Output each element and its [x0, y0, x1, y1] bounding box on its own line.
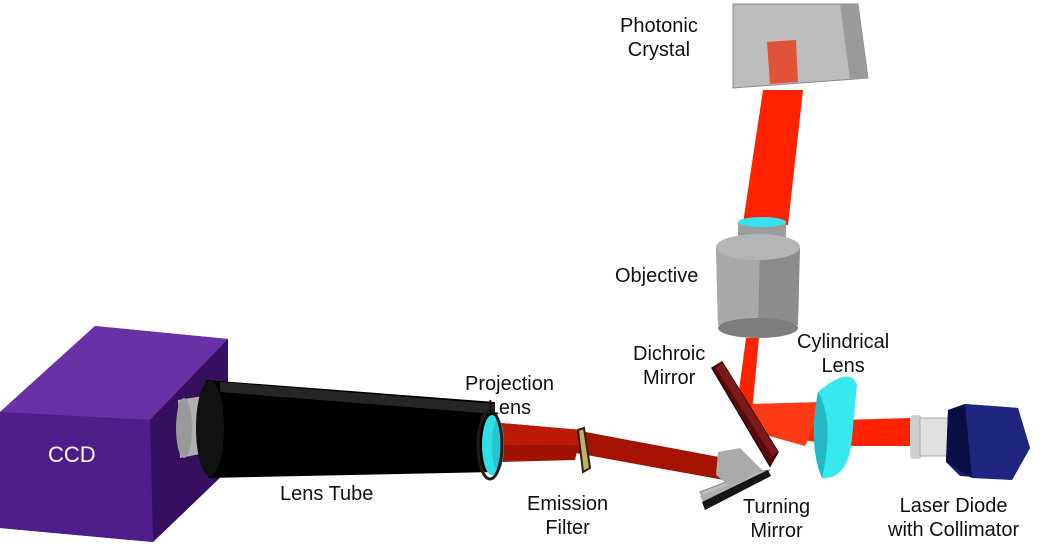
label-projection-lens: Projection Lens — [465, 373, 554, 419]
label-objective: Objective — [615, 265, 699, 287]
objective — [716, 217, 800, 338]
label-turning-mirror: Turning Mirror — [743, 496, 811, 542]
cylindrical-lens — [813, 376, 857, 479]
label-emission-filter: Emission Filter — [527, 493, 609, 539]
turning-mirror — [699, 448, 771, 510]
lens-tube — [196, 380, 495, 478]
photonic-crystal — [732, 3, 869, 89]
emission-beam-far — [570, 430, 735, 482]
ccd-camera — [0, 326, 228, 542]
laser-diode — [910, 404, 1030, 480]
label-dichroic-mirror: Dichroic Mirror — [633, 343, 706, 389]
label-lens-tube: Lens Tube — [280, 483, 374, 505]
label-photonic-crystal: Photonic Crystal — [620, 15, 698, 61]
label-laser-diode: Laser Diode with Collimator — [888, 495, 1020, 541]
beam-objective-to-dichroic — [737, 338, 759, 412]
label-cylindrical-lens: Cylindrical Lens — [797, 331, 890, 377]
label-ccd: CCD — [48, 442, 96, 467]
projection-lens — [476, 409, 504, 481]
dichroic-mirror — [710, 360, 779, 468]
beam-to-crystal — [743, 90, 803, 225]
emission-filter — [576, 426, 592, 474]
